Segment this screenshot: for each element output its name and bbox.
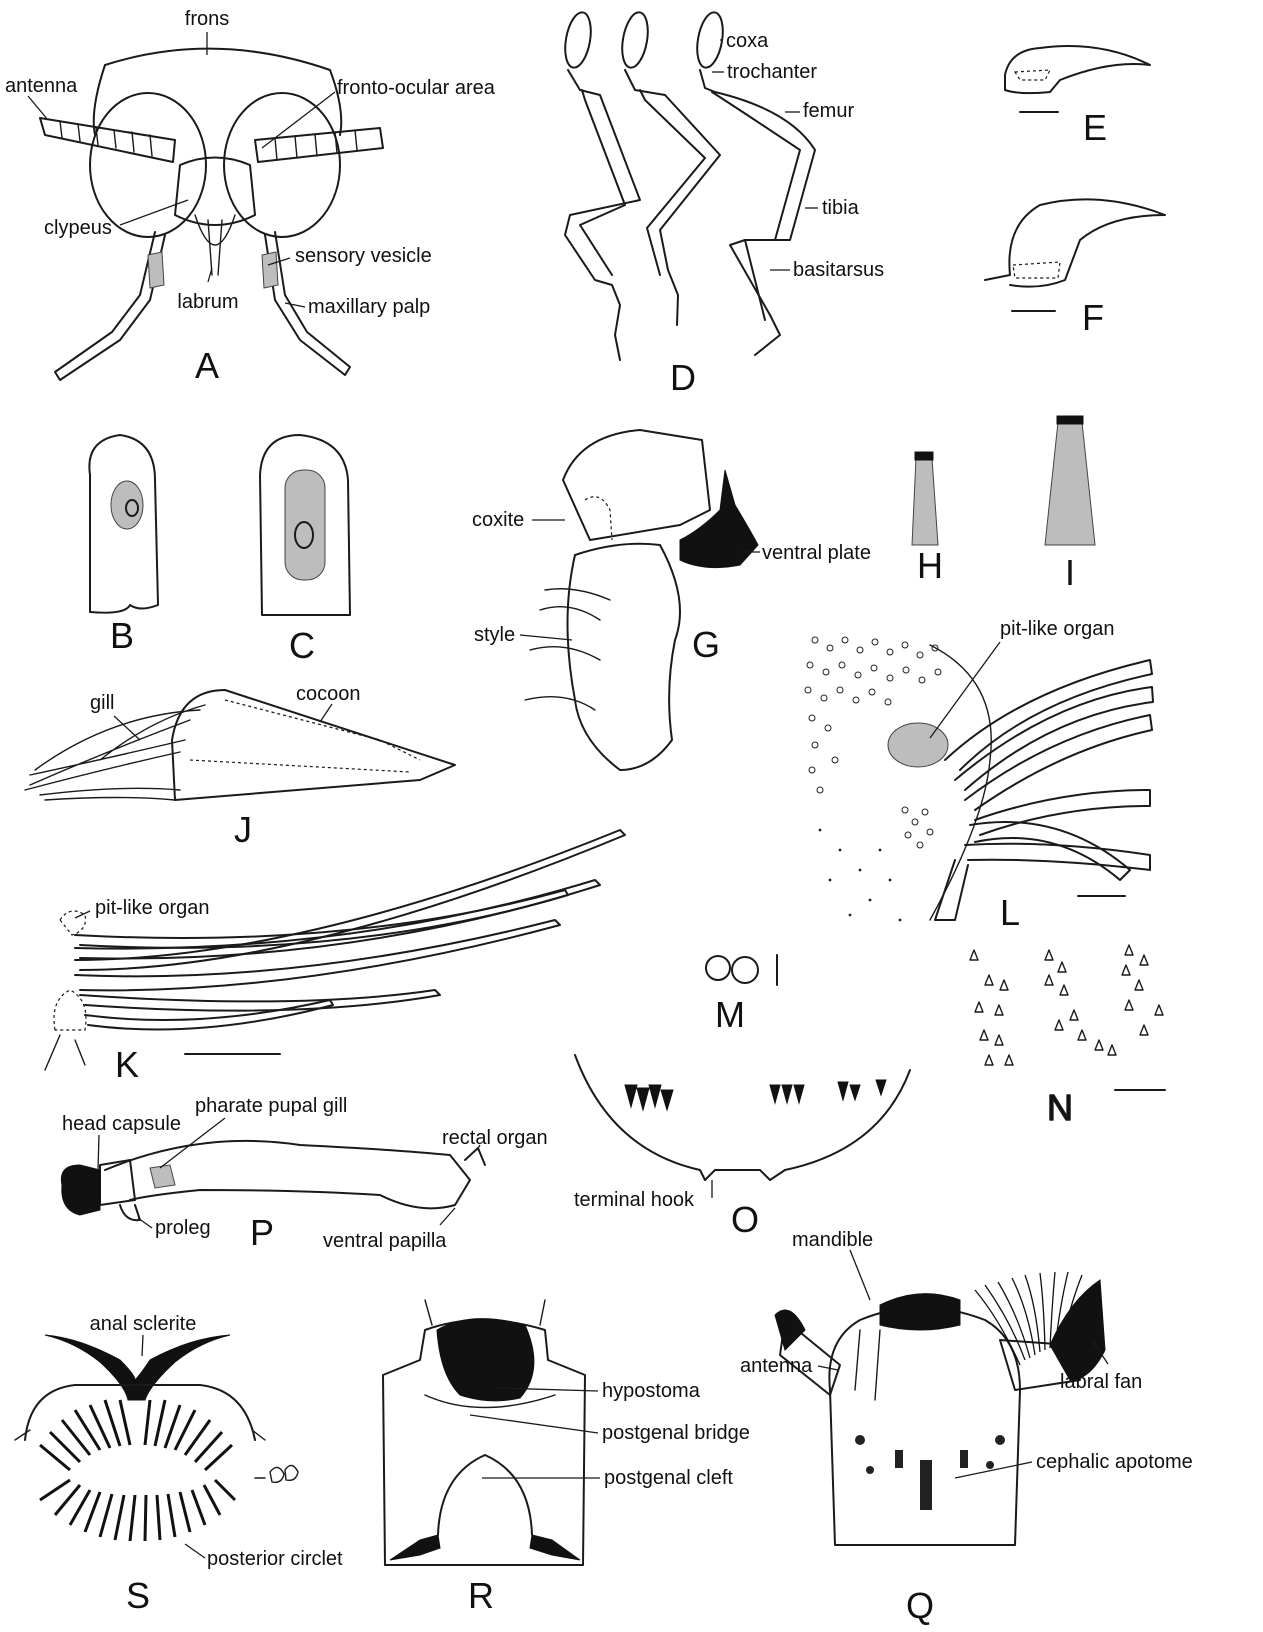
head-outline bbox=[90, 49, 341, 275]
label-rectal-organ: rectal organ bbox=[442, 1127, 548, 1149]
panel-letter-q: Q bbox=[906, 1585, 934, 1626]
panel-a: frons antenna fronto-ocular area clypeus… bbox=[5, 8, 496, 386]
panel-letter-r: R bbox=[468, 1575, 494, 1616]
panel-letter-n: N bbox=[1047, 1087, 1073, 1128]
leader-antenna-q bbox=[818, 1366, 838, 1370]
label-postgenal-bridge: postgenal bridge bbox=[602, 1422, 750, 1444]
leader-proleg bbox=[138, 1218, 152, 1228]
label-antenna-a: antenna bbox=[5, 75, 78, 97]
leader-posterior-circlet bbox=[185, 1544, 205, 1558]
panel-g: coxite ventral plate style G bbox=[472, 430, 871, 770]
label-basitarsus: basitarsus bbox=[793, 259, 884, 281]
panel-letter-o: O bbox=[731, 1199, 759, 1240]
antenna-left bbox=[40, 118, 175, 162]
label-terminal-hook: terminal hook bbox=[574, 1189, 695, 1211]
panel-letter-i: I bbox=[1065, 552, 1075, 593]
leader-ventral-papilla bbox=[440, 1208, 455, 1225]
panel-l: pit-like organ L bbox=[805, 618, 1153, 933]
panel-letter-c: C bbox=[289, 625, 315, 666]
label-fronto-ocular: fronto-ocular area bbox=[337, 77, 496, 99]
leg-mid bbox=[618, 10, 720, 325]
label-coxa: coxa bbox=[726, 30, 769, 52]
panel-letter-l: L bbox=[1000, 892, 1020, 933]
panel-r: hypostoma postgenal bridge postgenal cle… bbox=[383, 1300, 750, 1616]
label-maxillary-palp: maxillary palp bbox=[308, 296, 430, 318]
leader-style bbox=[520, 635, 572, 640]
leader-clypeus bbox=[120, 200, 188, 225]
panel-letter-d: D bbox=[670, 357, 696, 398]
label-ventral-papilla: ventral papilla bbox=[323, 1230, 447, 1252]
panel-h: H bbox=[912, 452, 943, 586]
label-pit-organ-k: pit-like organ bbox=[95, 897, 210, 919]
panel-i: I bbox=[1045, 416, 1095, 593]
panel-m: M bbox=[706, 955, 777, 1035]
panel-letter-f: F bbox=[1082, 297, 1104, 338]
label-style: style bbox=[474, 624, 515, 646]
leader-postgenal-bridge bbox=[470, 1415, 598, 1433]
panel-c: C bbox=[260, 435, 350, 666]
leader-cocoon bbox=[320, 704, 332, 722]
leader-antenna-a bbox=[28, 96, 48, 120]
label-cocoon: cocoon bbox=[296, 683, 361, 705]
leader-gill bbox=[114, 716, 140, 740]
panel-n: N bbox=[970, 945, 1165, 1128]
leader-mandible bbox=[850, 1250, 870, 1300]
label-antenna-q: antenna bbox=[740, 1355, 813, 1377]
leg-front bbox=[561, 10, 640, 360]
panel-b: B bbox=[89, 435, 158, 656]
label-labral-fan: labral fan bbox=[1060, 1371, 1142, 1393]
label-anal-sclerite: anal sclerite bbox=[90, 1313, 197, 1335]
label-trochanter: trochanter bbox=[727, 61, 817, 83]
label-femur: femur bbox=[803, 100, 854, 122]
leader-head-capsule bbox=[98, 1135, 99, 1170]
leader-fronto-ocular bbox=[262, 92, 335, 148]
label-pit-organ-l: pit-like organ bbox=[1000, 618, 1115, 640]
label-tibia: tibia bbox=[822, 197, 860, 219]
panel-d: coxa trochanter femur tibia basitarsus D bbox=[561, 10, 884, 398]
label-labrum: labrum bbox=[177, 291, 238, 313]
antenna-right bbox=[255, 128, 383, 162]
panel-letter-j: J bbox=[234, 809, 252, 850]
label-sensory-vesicle: sensory vesicle bbox=[295, 245, 432, 267]
label-ventral-plate: ventral plate bbox=[762, 542, 871, 564]
panel-letter-e: E bbox=[1083, 107, 1107, 148]
panel-p: head capsule pharate pupal gill rectal o… bbox=[61, 1095, 547, 1253]
label-frons: frons bbox=[185, 8, 229, 30]
panel-f: F bbox=[985, 199, 1165, 338]
label-head-capsule: head capsule bbox=[62, 1113, 181, 1135]
label-proleg: proleg bbox=[155, 1217, 211, 1239]
leader-anal-sclerite bbox=[142, 1335, 143, 1356]
panel-letter-a: A bbox=[195, 345, 219, 386]
leader-maxillary-palp bbox=[285, 303, 305, 307]
label-hypostoma: hypostoma bbox=[602, 1380, 701, 1402]
panel-q: mandible antenna labral fan cephalic apo… bbox=[740, 1229, 1193, 1626]
panel-letter-m: M bbox=[715, 994, 745, 1035]
panel-letter-s: S bbox=[126, 1575, 150, 1616]
panel-letter-b: B bbox=[110, 615, 134, 656]
label-posterior-circlet: posterior circlet bbox=[207, 1548, 343, 1570]
label-postgenal-cleft: postgenal cleft bbox=[604, 1467, 733, 1489]
label-pharate-gill: pharate pupal gill bbox=[195, 1095, 347, 1117]
panel-o: terminal hook O bbox=[574, 1055, 910, 1240]
label-coxite: coxite bbox=[472, 509, 524, 531]
panel-k: pit-like organ K bbox=[45, 830, 625, 1085]
label-gill: gill bbox=[90, 692, 114, 714]
panel-letter-g: G bbox=[692, 624, 720, 665]
panel-e: E bbox=[1005, 46, 1150, 148]
label-mandible: mandible bbox=[792, 1229, 873, 1251]
label-clypeus: clypeus bbox=[44, 217, 112, 239]
panel-s: anal sclerite posterior circlet S bbox=[15, 1313, 343, 1616]
label-cephalic-apotome: cephalic apotome bbox=[1036, 1451, 1193, 1473]
leader-pit-organ-k bbox=[75, 911, 90, 918]
panel-j: gill cocoon J bbox=[25, 683, 455, 850]
panel-letter-h: H bbox=[917, 545, 943, 586]
panel-letter-k: K bbox=[115, 1044, 139, 1085]
panel-letter-p: P bbox=[250, 1212, 274, 1253]
